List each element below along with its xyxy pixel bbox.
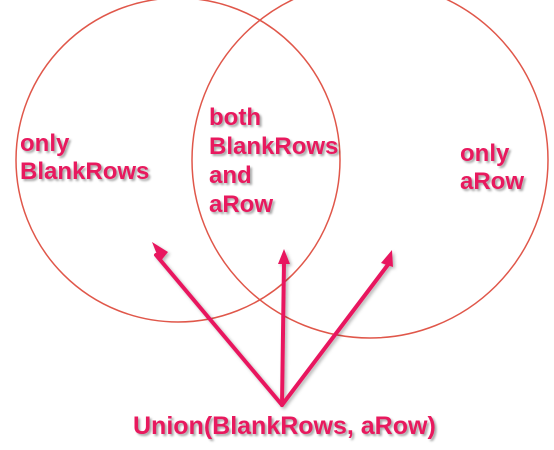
right-label-line2: aRow (460, 168, 525, 195)
center-label-line2: BlankRows (209, 133, 339, 160)
center-label-line3: and (209, 162, 252, 189)
center-label-line1: both (209, 104, 261, 131)
left-label-line1: only (20, 130, 70, 157)
arrow-center-shaft (280, 260, 286, 407)
left-circle (15, 0, 341, 323)
arrow-right-head (381, 250, 393, 267)
arrow-right-shaft (280, 260, 392, 407)
arrow-left-shaft (154, 253, 284, 407)
arrow-center-head (278, 249, 290, 264)
union-caption: Union(BlankRows, aRow) (133, 412, 436, 440)
right-circle (191, 0, 549, 339)
arrow-left-head (152, 242, 168, 262)
left-label-line2: BlankRows (20, 158, 150, 185)
arrow-group (152, 242, 393, 407)
left-region-label: only BlankRows (20, 130, 149, 186)
center-label-line4: aRow (209, 191, 274, 218)
center-region-label: both BlankRows and aRow (209, 103, 338, 219)
right-label-line1: only (460, 140, 510, 167)
right-region-label: only aRow (460, 140, 524, 196)
